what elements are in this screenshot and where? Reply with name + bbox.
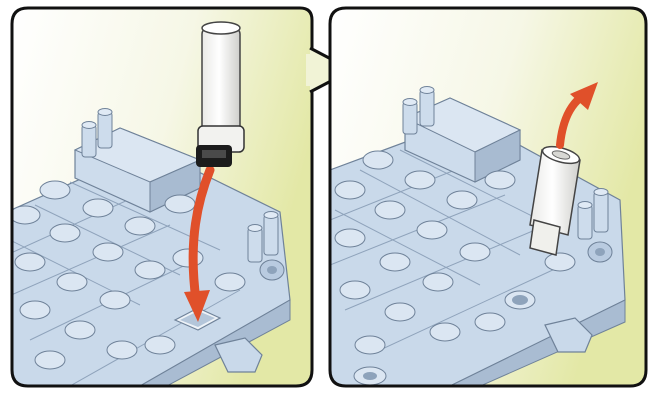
step-1-panel <box>0 8 312 395</box>
callout-joint <box>306 54 312 86</box>
open-hole <box>505 291 535 309</box>
bottom-peg <box>354 367 386 385</box>
step-2-panel <box>330 8 646 395</box>
white-pin-icon <box>196 22 244 167</box>
